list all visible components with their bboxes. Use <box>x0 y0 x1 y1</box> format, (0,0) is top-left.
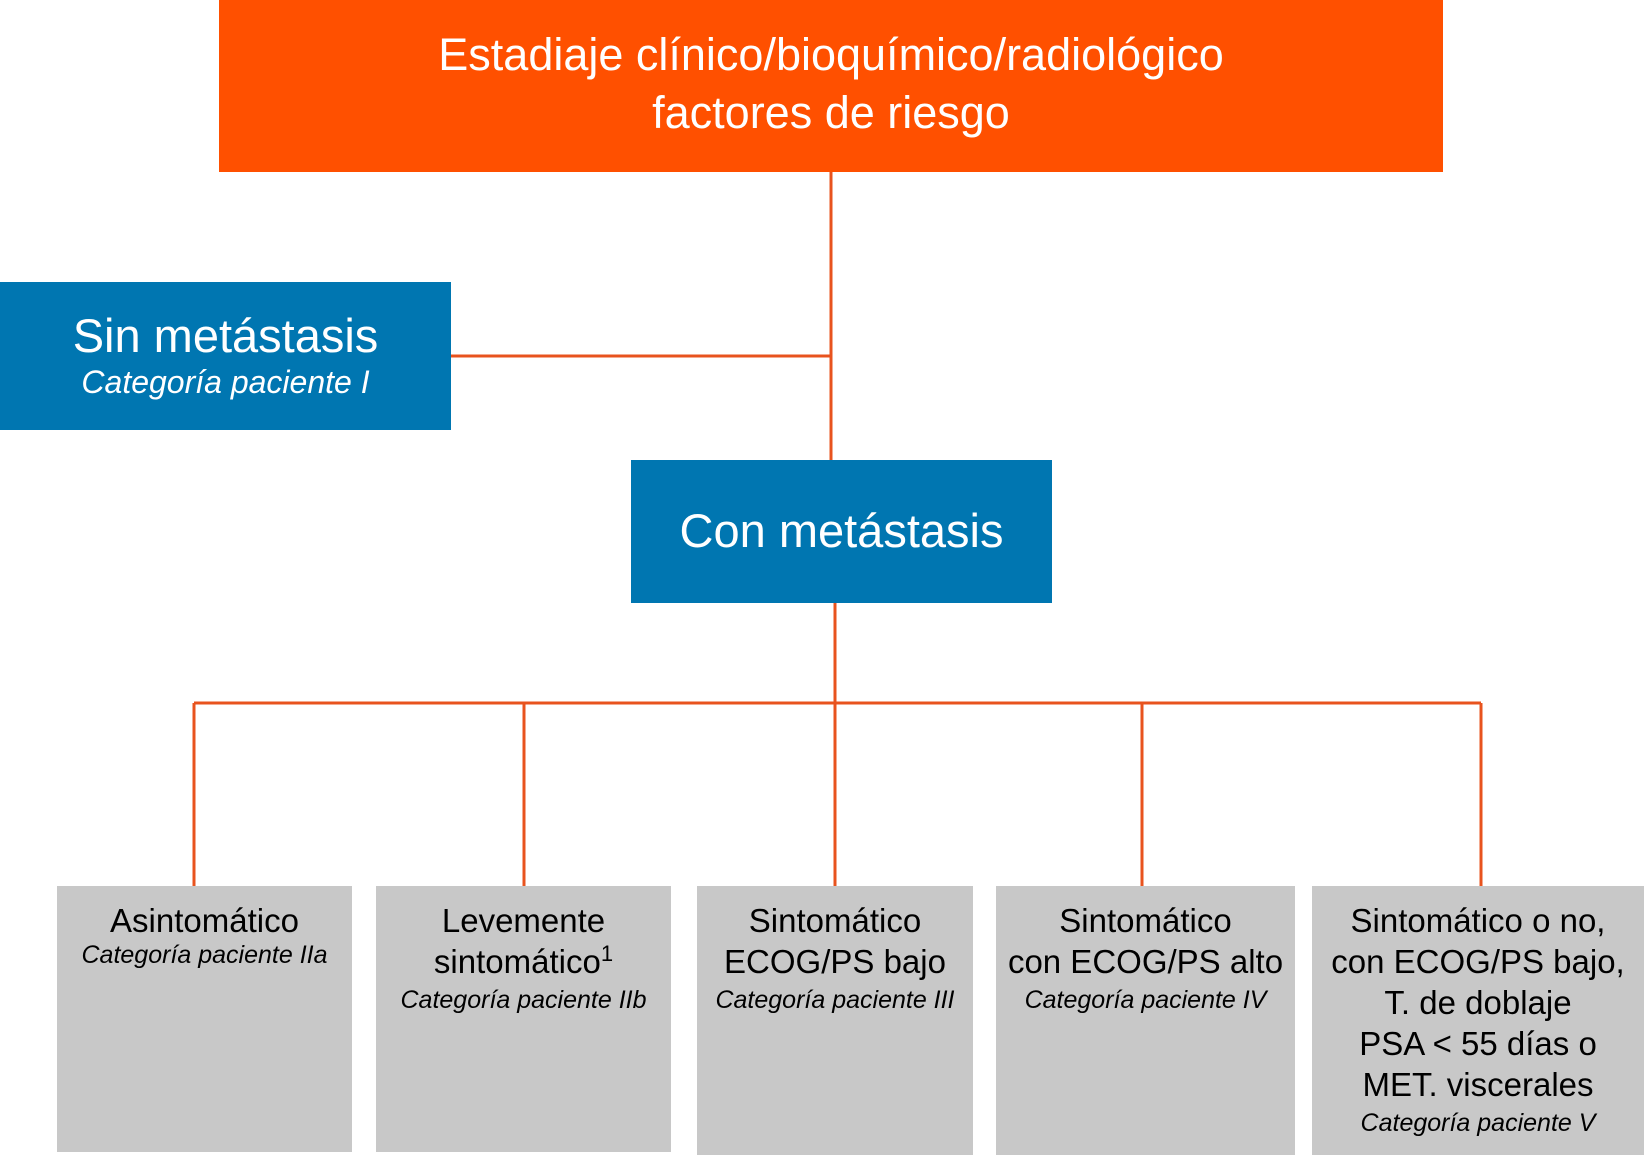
leaf-category: Categoría paciente IIb <box>400 986 647 1014</box>
no-metastasis-title: Sin metástasis <box>72 309 379 362</box>
root-title-line-1: Estadiaje clínico/bioquímico/radiológico <box>438 29 1224 80</box>
leaf-category: Categoría paciente V <box>1360 1109 1596 1137</box>
root-title-line-2: factores de riesgo <box>652 87 1010 138</box>
leaf-node-symptomatic-or-not: Sintomático o no, con ECOG/PS bajo, T. d… <box>1312 886 1644 1155</box>
leaf-text-line: Sintomático <box>1059 902 1232 939</box>
leaf-category: Categoría paciente III <box>715 986 955 1014</box>
leaf-text-line: MET. viscerales <box>1362 1066 1594 1103</box>
metastasis-title: Con metástasis <box>679 504 1004 557</box>
leaf-text-line: Asintomático <box>110 902 299 939</box>
leaf-node-symptomatic-high-ecog: Sintomático con ECOG/PS alto Categoría p… <box>996 886 1295 1155</box>
leaf-text-line: Sintomático <box>748 902 922 939</box>
metastasis-node: Con metástasis <box>631 460 1052 603</box>
no-metastasis-node: Sin metástasis Categoría paciente I <box>0 282 451 430</box>
leaf-text-line: T. de doblaje <box>1384 984 1572 1021</box>
leaf-category: Categoría paciente IIa <box>81 941 328 969</box>
footnote-marker: 1 <box>600 941 614 966</box>
leaf-text-line: ECOG/PS bajo <box>724 943 946 980</box>
leaf-text-line: con ECOG/PS bajo, <box>1331 943 1625 980</box>
leaf-node-symptomatic-low-ecog: Sintomático ECOG/PS bajo Categoría pacie… <box>697 886 973 1155</box>
leaf-text-line: Levemente <box>441 902 606 939</box>
leaf-text: sintomático <box>433 943 601 980</box>
root-node: Estadiaje clínico/bioquímico/radiológico… <box>219 0 1443 172</box>
leaf-category: Categoría paciente IV <box>1024 986 1267 1014</box>
leaf-node-asymptomatic: Asintomático Categoría paciente IIa <box>57 886 352 1152</box>
leaf-node-mildly-symptomatic: Levemente sintomático1 Categoría pacient… <box>376 886 671 1152</box>
leaf-text-line: con ECOG/PS alto <box>1007 943 1284 980</box>
leaf-text-line: Sintomático o no, <box>1350 902 1606 939</box>
no-metastasis-category: Categoría paciente I <box>81 364 370 400</box>
leaf-text-line: PSA < 55 días o <box>1359 1025 1597 1062</box>
leaf-text-line-with-superscript: sintomático1 <box>376 941 671 982</box>
